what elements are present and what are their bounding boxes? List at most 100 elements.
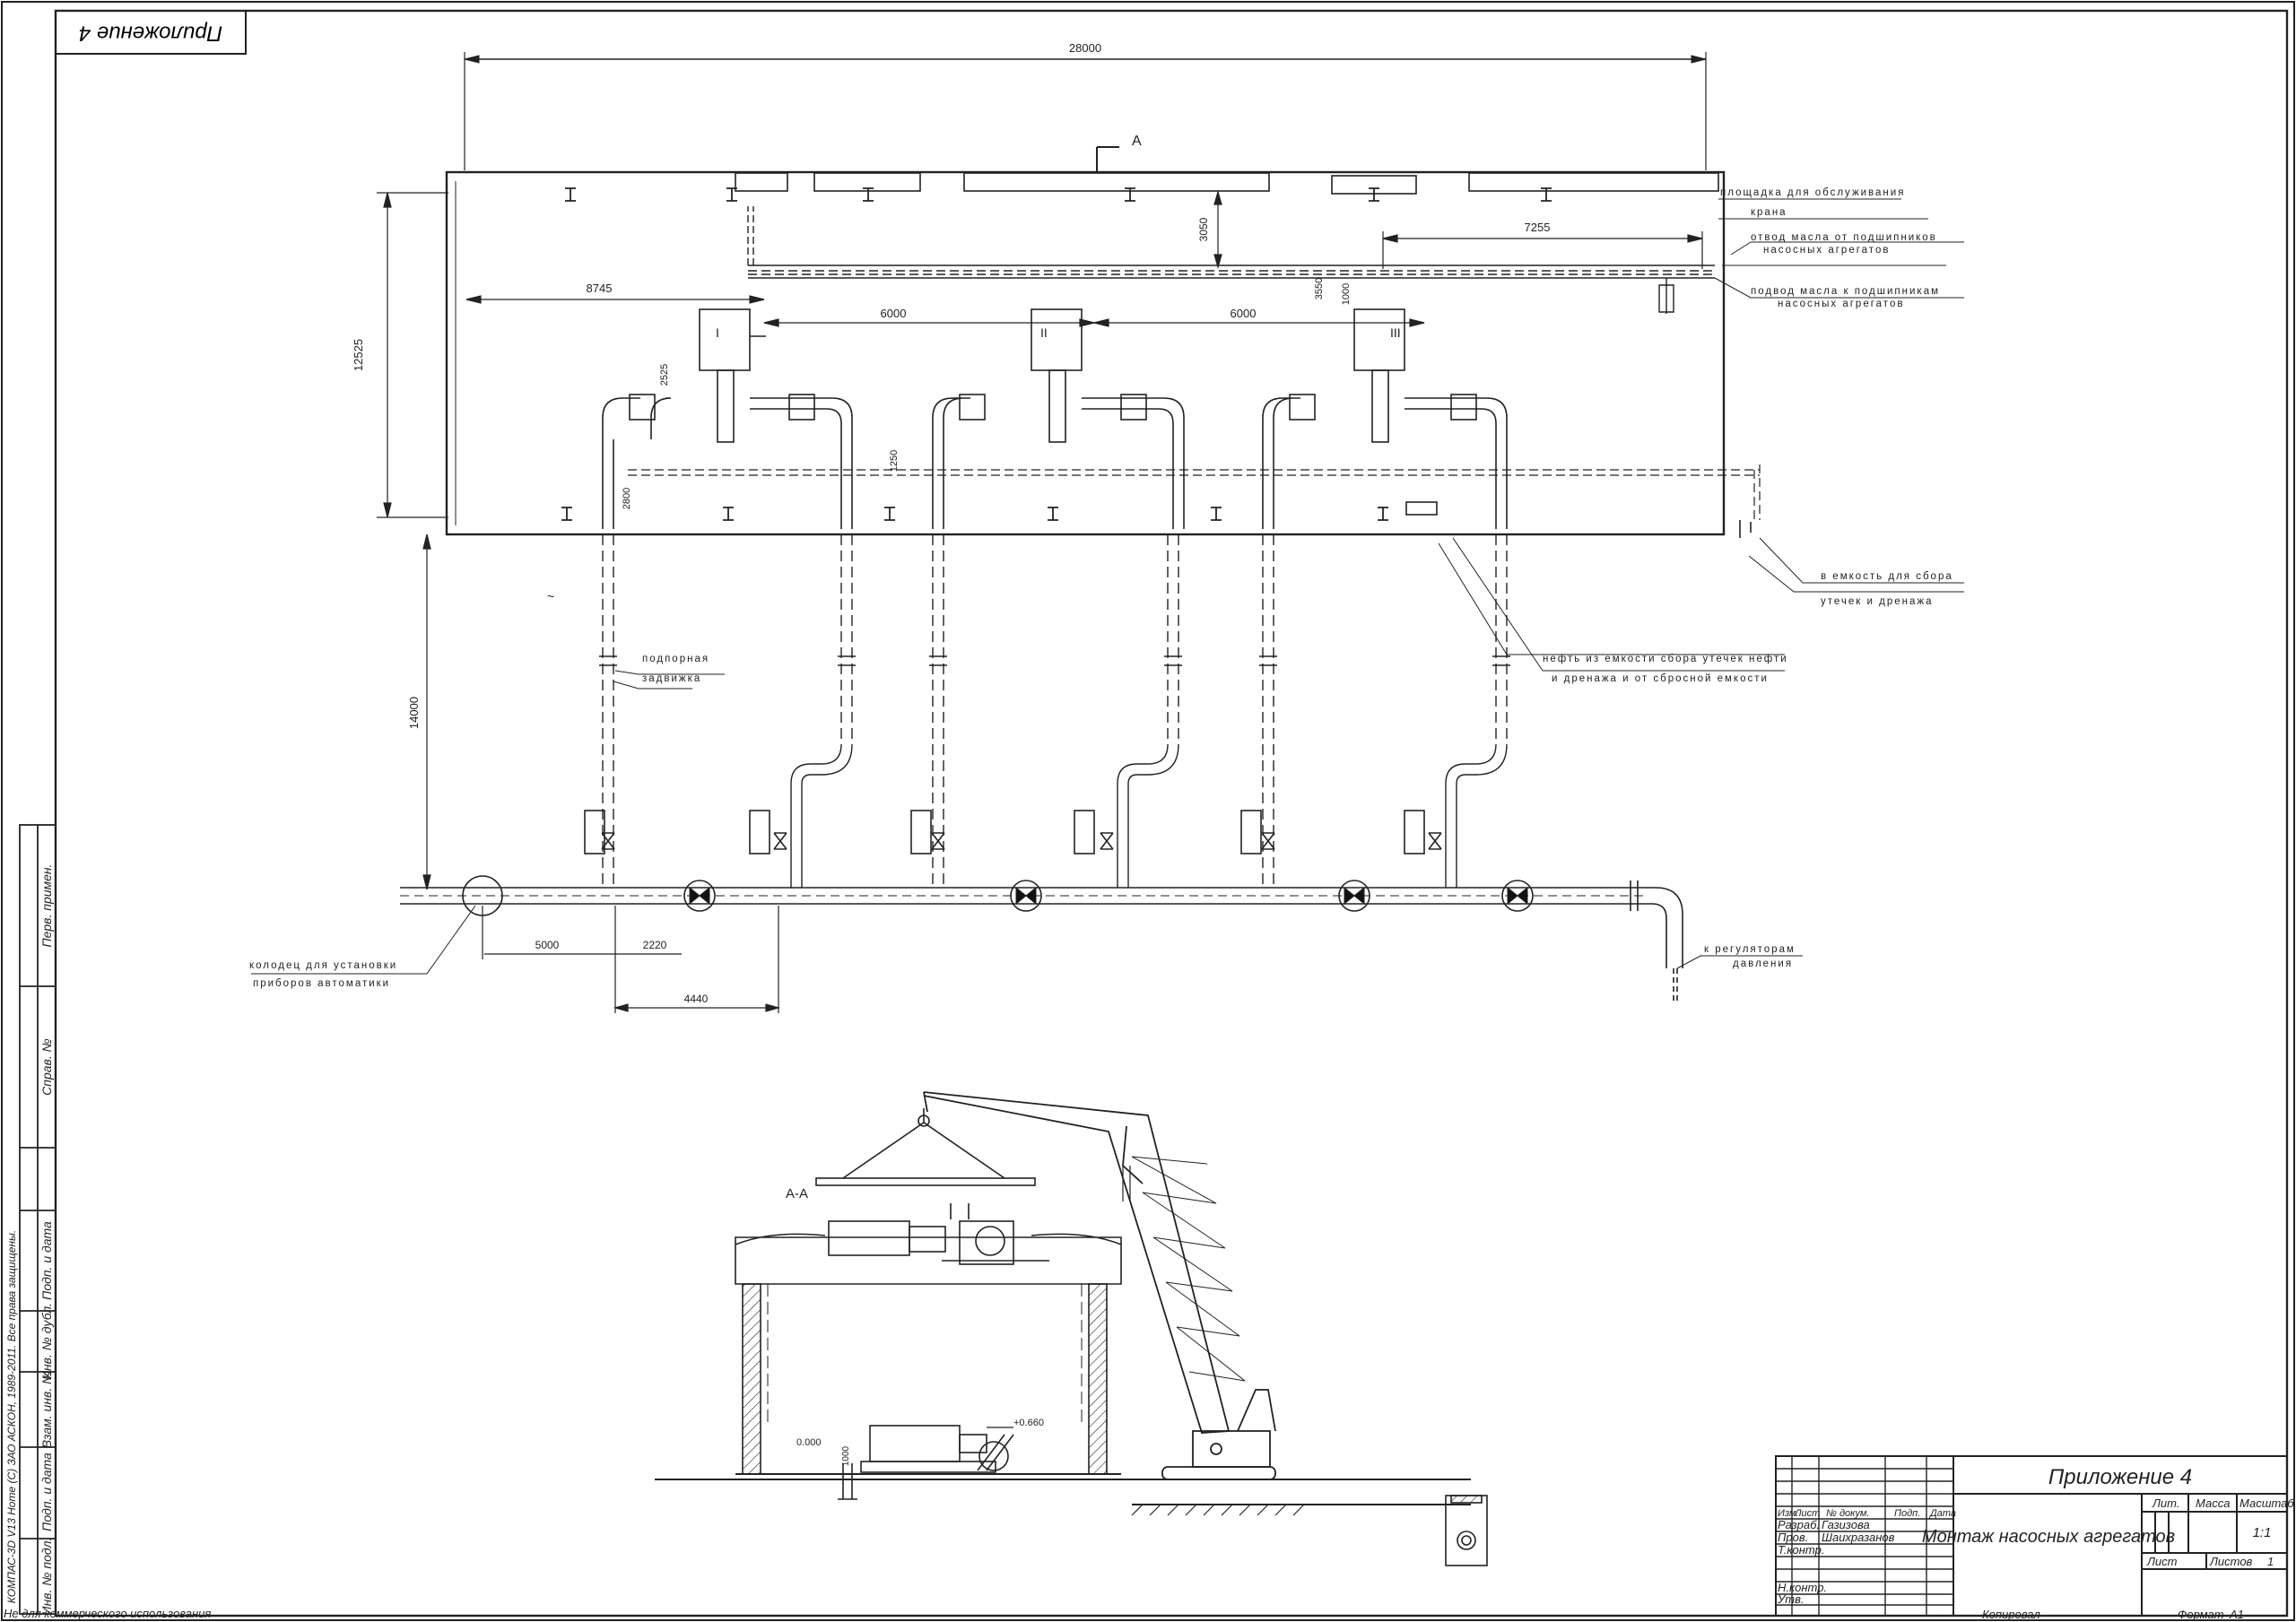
i-beam-marks xyxy=(561,187,1552,521)
noncommercial-note: Не для коммерческого использования xyxy=(4,1607,211,1620)
callout-well: колодец для установки xyxy=(249,960,397,971)
title-block xyxy=(1775,1455,2288,1617)
callout-gate-valve: подпорная xyxy=(642,654,709,664)
role-tcontrol: Т.контр. xyxy=(1778,1543,1824,1557)
drainage-line xyxy=(628,464,1761,520)
dim-3550-text: 3550 xyxy=(1314,278,1325,299)
tilde-mark: ~ xyxy=(547,589,554,603)
dim-overall-text: 28000 xyxy=(1069,41,1101,55)
hdr-date: Дата xyxy=(1928,1508,1956,1519)
callout-regulator-2: давления xyxy=(1733,958,1793,969)
dim-8745 xyxy=(465,295,765,304)
left-label-replace: Взам. инв. № xyxy=(39,1371,54,1449)
oil-lines xyxy=(747,206,1715,314)
dim-8745-text: 8745 xyxy=(587,282,613,295)
section-label: А-А xyxy=(786,1186,808,1201)
format-label: Формат xyxy=(2178,1608,2224,1621)
role-approved: Утв. xyxy=(1777,1592,1805,1606)
role-checker: Пров. xyxy=(1778,1531,1808,1544)
actuator-boxes xyxy=(584,810,1425,854)
pipe-bends xyxy=(790,743,1508,888)
format-value: A1 xyxy=(2229,1608,2244,1621)
callout-oil-return-2: и дренажа и от сбросной емкости xyxy=(1552,673,1769,684)
dim-1000-text: 1000 xyxy=(1341,283,1352,305)
scale-value: 1:1 xyxy=(2253,1525,2272,1540)
copied-label: Копировал xyxy=(1982,1608,2040,1621)
hdr-sign: Подп. xyxy=(1894,1508,1920,1519)
dim-6000-b-text: 6000 xyxy=(1231,307,1257,320)
callout-platform: площадка для обслуживания xyxy=(1720,187,1905,198)
left-binding-strip xyxy=(19,824,57,1615)
callout-crane: крана xyxy=(1751,207,1787,218)
hdr-change: Изм. xyxy=(1778,1508,1798,1519)
crawler-crane xyxy=(923,1091,1276,1480)
copyright-text: КОМПАС-3D V13 Home (С) ЗАО АСКОН, 1989-2… xyxy=(5,1230,18,1603)
left-label-sign-2: Подп. и дата xyxy=(39,1453,54,1531)
check-valves xyxy=(599,655,1510,666)
pump-unit-1 xyxy=(602,308,853,529)
pump-label-3: III xyxy=(1390,325,1401,340)
pump-label-2: II xyxy=(1040,325,1048,340)
section-elev-b: 0.000 xyxy=(796,1437,822,1448)
dim-6000 xyxy=(763,318,1425,327)
role-developer: Разраб. xyxy=(1778,1518,1820,1531)
dim-1250-text: 1250 xyxy=(889,450,900,472)
plan-callouts: площадка для обслуживания крана отвод ма… xyxy=(249,187,1953,989)
left-label-ref: Справ. № xyxy=(39,1038,54,1096)
dim-height xyxy=(377,192,448,518)
section-pump xyxy=(838,1425,1014,1500)
valve-chamber xyxy=(1445,1495,1488,1566)
dim-5000-text: 5000 xyxy=(535,939,560,951)
callout-well-2: приборов автоматики xyxy=(253,978,390,989)
dim-14000-text: 14000 xyxy=(407,697,421,729)
crane-platform xyxy=(735,172,1719,195)
left-label-dup: Инв. № дубл. xyxy=(39,1303,54,1380)
section-view xyxy=(655,1091,1488,1566)
dim-7255-text: 7255 xyxy=(1525,221,1551,234)
mass-label: Масса xyxy=(2196,1496,2230,1510)
section-roof xyxy=(735,1233,1122,1285)
callout-regulator: к регуляторам xyxy=(1704,944,1796,955)
pump-hall-outline xyxy=(445,170,1726,536)
riser-valves xyxy=(601,832,1442,850)
dim-2220-text: 2220 xyxy=(643,939,667,951)
dim-3050 xyxy=(1213,189,1222,270)
dim-overall xyxy=(464,52,1707,170)
corner-stamp: Приложение 4 xyxy=(55,10,247,55)
dim-7255 xyxy=(1382,231,1703,269)
sheets-label: Листов xyxy=(2209,1555,2253,1568)
callout-leak-tank: в емкость для сбора xyxy=(1821,571,1953,582)
hdr-doc: № докум. xyxy=(1826,1508,1869,1519)
section-wall-left xyxy=(742,1283,761,1475)
left-label-sign-1: Подп. и дата xyxy=(39,1221,54,1300)
dim-6000-a-text: 6000 xyxy=(881,307,907,320)
ground-hatch xyxy=(1131,1504,1471,1516)
person-checker: Шаихразанов xyxy=(1822,1531,1895,1544)
pump-label-1: I xyxy=(716,325,719,340)
corner-stamp-text: Приложение 4 xyxy=(79,22,222,46)
dim-3050-text: 3050 xyxy=(1197,217,1210,241)
main-header-pipe xyxy=(400,880,1683,1004)
leader-lines xyxy=(251,198,1964,975)
title-block-text: Приложение 4 Монтаж насосных агрегатов И… xyxy=(1777,1465,2294,1606)
drainage-outlet xyxy=(1739,520,1752,538)
sheet-label: Лист xyxy=(2146,1555,2178,1568)
dim-height-text: 12525 xyxy=(352,339,365,371)
sheets-value: 1 xyxy=(2267,1555,2274,1568)
callout-oil-out-2: насосных агрегатов xyxy=(1763,245,1890,256)
lifted-unit xyxy=(815,1108,1049,1265)
pump-unit-2 xyxy=(932,308,1185,529)
left-label-first-use: Перв. примен. xyxy=(39,863,54,947)
callout-leak-tank-2: утечек и дренажа xyxy=(1821,596,1933,607)
callout-oil-in-2: насосных агрегатов xyxy=(1778,299,1904,309)
section-mark xyxy=(1096,146,1119,172)
left-label-original: Инв. № подл. xyxy=(39,1538,54,1616)
role-ncontrol: Н.контр. xyxy=(1778,1581,1827,1594)
pump-unit-3 xyxy=(1262,308,1508,529)
dim-14000 xyxy=(422,533,431,890)
scale-label: Масштаб xyxy=(2239,1496,2294,1510)
dim-bottom xyxy=(482,906,781,1013)
callout-oil-return: нефть из емкости сбора утечек нефти xyxy=(1543,654,1788,664)
